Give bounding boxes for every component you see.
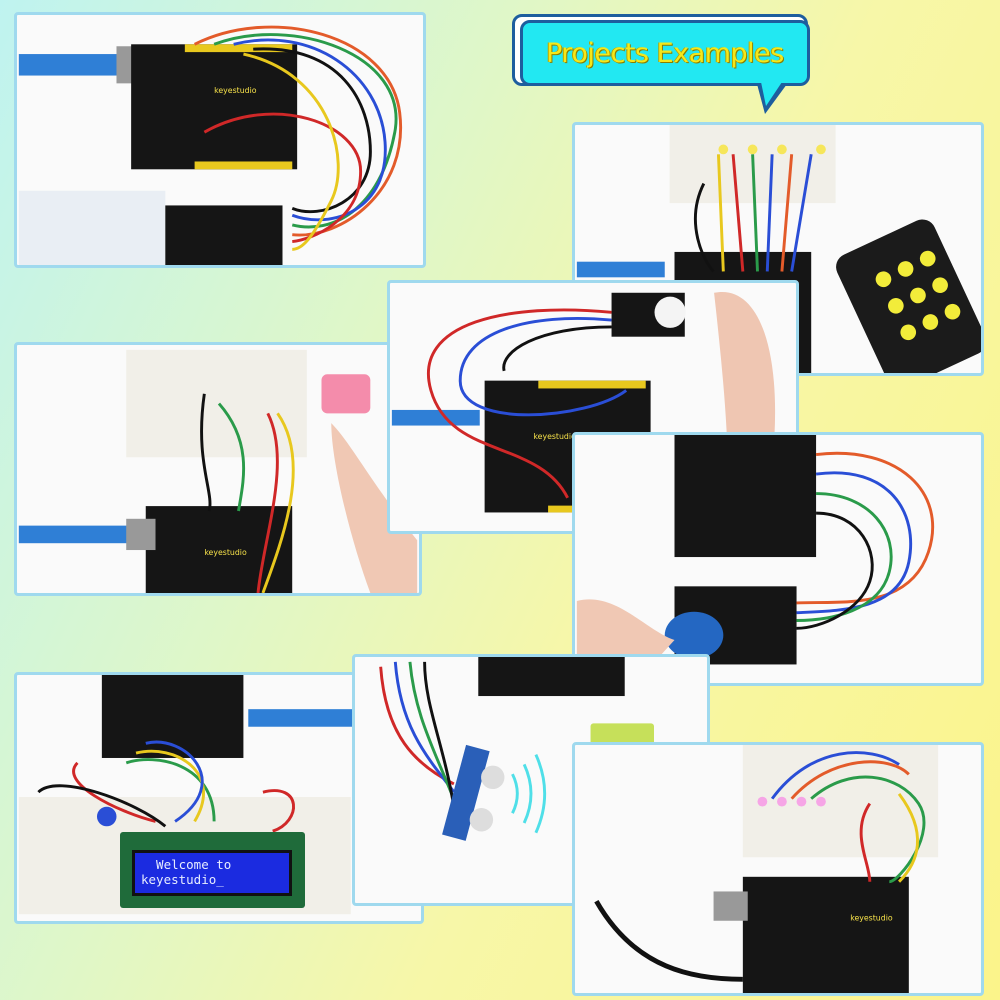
- arduino-board: [478, 657, 625, 697]
- potentiometer: [96, 806, 117, 827]
- lcd-line-1: Welcome to: [141, 857, 232, 872]
- page-title: Projects Examples: [546, 37, 784, 69]
- arduino-board: [742, 876, 909, 993]
- arduino-board: [131, 44, 298, 170]
- board-brand-label: keyestudio: [533, 432, 576, 441]
- key-fob: [664, 611, 724, 659]
- panel-breadboard-usb-project: keyestudio: [14, 342, 422, 596]
- board-brand-label: keyestudio: [204, 548, 247, 557]
- usb-drive: [321, 374, 371, 414]
- lcd-1602-module: Welcome to keyestudio_: [120, 832, 305, 908]
- rfid-module: [165, 205, 283, 265]
- lcd-line-2: keyestudio_: [141, 872, 224, 887]
- panel-led-bar-project: keyestudio: [572, 742, 984, 996]
- board-brand-label: keyestudio: [214, 86, 257, 95]
- title-speech-bubble: Projects Examples: [512, 14, 812, 114]
- lcd-screen: Welcome to keyestudio_: [132, 850, 292, 896]
- ultrasonic-sensor: [442, 744, 505, 841]
- ir-remote: [836, 219, 981, 373]
- board-brand-label: keyestudio: [850, 914, 893, 923]
- breadboard: [126, 349, 307, 458]
- arduino-board: [674, 435, 817, 558]
- breadboard: [742, 745, 939, 858]
- panel-rfid-wiring-project: keyestudio: [14, 12, 426, 268]
- panel-rfid-keyfob-project: [572, 432, 984, 686]
